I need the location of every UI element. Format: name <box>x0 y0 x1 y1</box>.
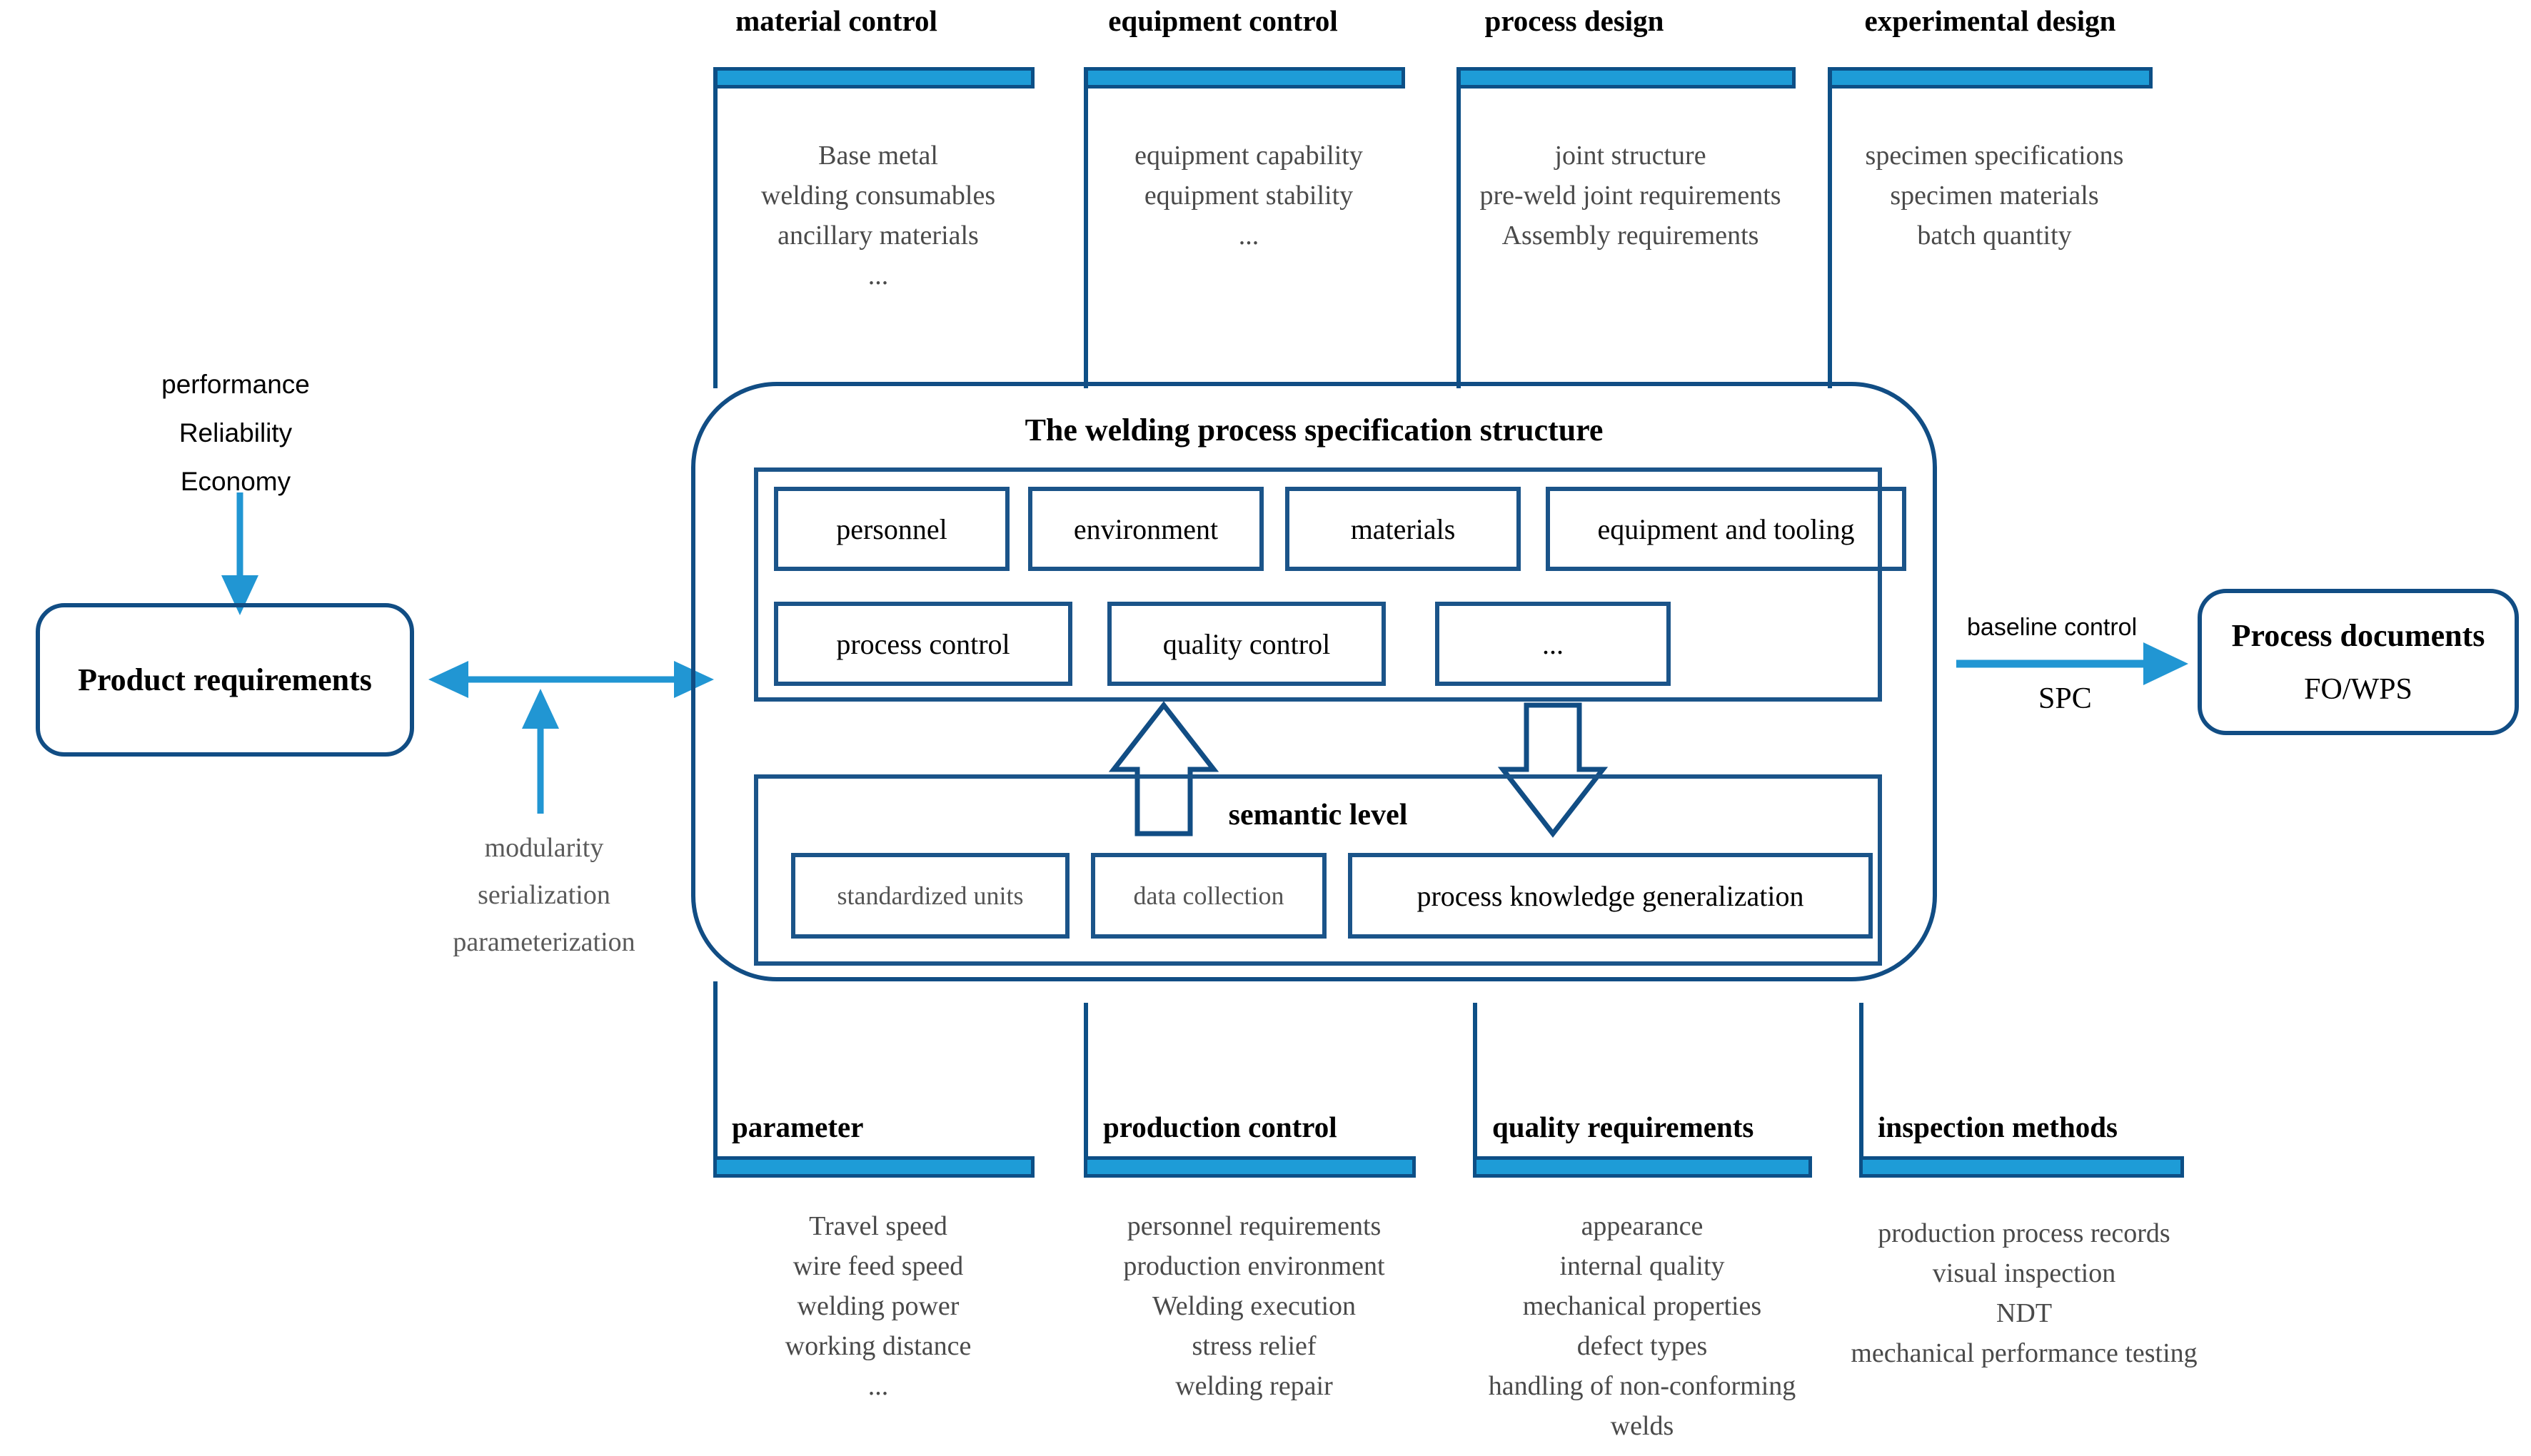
arrow-attributes-to-product <box>522 689 559 814</box>
bottom-column-title-parameter: parameter <box>732 1111 864 1143</box>
bottom-connector-production-control <box>1084 1003 1088 1178</box>
bottom-connector-quality-requirements <box>1473 1003 1477 1178</box>
product-input-attributes: performance Reliability Economy <box>161 370 310 496</box>
bottom-column-items-inspection-methods: production process records visual inspec… <box>1851 1218 2198 1368</box>
bottom-bar-production-control <box>1084 1156 1416 1178</box>
bottom-bar-quality-requirements <box>1473 1156 1812 1178</box>
bottom-connector-inspection-methods <box>1859 1003 1863 1178</box>
top-column-items-equipment-control: equipment capability equipment stability… <box>1134 141 1363 251</box>
welding-spec-structure-title: The welding process specification struct… <box>1025 413 1604 448</box>
product-requirements-box[interactable]: Product requirements <box>36 603 414 757</box>
semantic-cell-data-collection[interactable]: data collection <box>1091 853 1327 939</box>
spec-cell-ellipsis[interactable]: ... <box>1435 602 1671 686</box>
welding-spec-structure-box <box>691 382 1937 981</box>
spec-structure-panel <box>754 467 1882 702</box>
arrow-main-to-documents <box>1956 642 2188 685</box>
top-bar-process-design <box>1456 67 1796 89</box>
top-connector-equipment-control <box>1084 67 1088 388</box>
bottom-column-title-quality-requirements: quality requirements <box>1492 1111 1754 1143</box>
semantic-level-title: semantic level <box>1228 799 1408 831</box>
bottom-bar-parameter <box>713 1156 1035 1178</box>
product-modularity-attributes: modularity serialization parameterizatio… <box>453 833 635 957</box>
process-documents-subtitle: FO/WPS <box>2304 673 2412 706</box>
top-column-title-material-control: material control <box>735 4 937 37</box>
top-connector-material-control <box>713 67 718 388</box>
top-connector-experimental-design <box>1828 67 1832 388</box>
top-bar-experimental-design <box>1828 67 2153 89</box>
product-requirements-label: Product requirements <box>78 662 372 697</box>
semantic-level-panel <box>754 774 1882 966</box>
bottom-connector-parameter <box>713 981 718 1178</box>
semantic-cell-standardized-units[interactable]: standardized units <box>791 853 1070 939</box>
top-connector-process-design <box>1456 67 1461 388</box>
spc-label: SPC <box>2038 682 2092 715</box>
arrow-inputs-to-product <box>221 492 258 615</box>
top-column-items-material-control: Base metal welding consumables ancillary… <box>760 141 996 290</box>
spec-cell-personnel[interactable]: personnel <box>774 487 1010 571</box>
spec-cell-materials[interactable]: materials <box>1285 487 1521 571</box>
top-bar-equipment-control <box>1084 67 1405 89</box>
top-column-items-process-design: joint structure pre-weld joint requireme… <box>1479 141 1781 251</box>
spec-cell-equipment-and-tooling[interactable]: equipment and tooling <box>1546 487 1906 571</box>
top-column-title-equipment-control: equipment control <box>1108 4 1338 37</box>
bottom-column-items-parameter: Travel speed wire feed speed welding pow… <box>785 1211 972 1401</box>
bottom-column-items-production-control: personnel requirements production enviro… <box>1123 1211 1385 1401</box>
arrow-semantic-up <box>1108 701 1219 836</box>
spec-cell-environment[interactable]: environment <box>1028 487 1264 571</box>
top-column-title-process-design: process design <box>1484 4 1664 37</box>
top-column-title-experimental-design: experimental design <box>1864 4 2116 37</box>
spec-cell-quality-control[interactable]: quality control <box>1107 602 1386 686</box>
bottom-bar-inspection-methods <box>1859 1156 2184 1178</box>
arrow-product-to-main <box>428 661 714 698</box>
spec-cell-process-control[interactable]: process control <box>774 602 1072 686</box>
bottom-column-title-inspection-methods: inspection methods <box>1878 1111 2118 1143</box>
bottom-column-title-production-control: production control <box>1103 1111 1337 1143</box>
top-bar-material-control <box>713 67 1035 89</box>
semantic-cell-process-knowledge-generalization[interactable]: process knowledge generalization <box>1348 853 1873 939</box>
process-documents-box[interactable]: Process documents FO/WPS <box>2198 589 2519 735</box>
bottom-column-items-quality-requirements: appearance internal quality mechanical p… <box>1488 1211 1796 1441</box>
baseline-control-label: baseline control <box>1967 614 2138 641</box>
process-documents-title: Process documents <box>2231 618 2485 653</box>
top-column-items-experimental-design: specimen specifications specimen materia… <box>1865 141 2124 251</box>
arrow-semantic-down <box>1497 702 1609 838</box>
